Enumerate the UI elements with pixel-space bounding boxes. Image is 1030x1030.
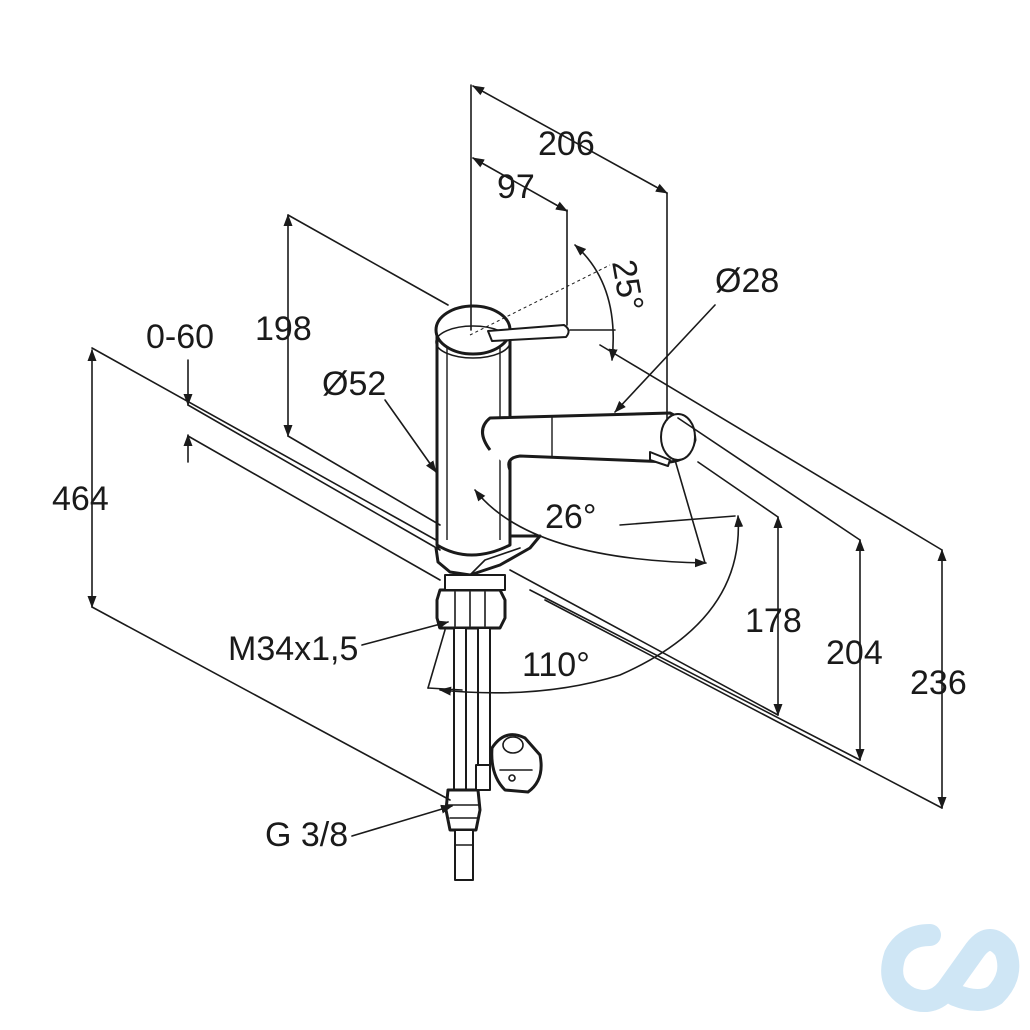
- hose-weight: [490, 733, 543, 794]
- dim-26-deg: 26°: [545, 498, 596, 536]
- dim-dia-52: Ø52: [322, 365, 386, 403]
- dim-97: 97: [497, 168, 535, 206]
- mounting-assembly: [435, 574, 543, 881]
- dim-dia-28: Ø28: [715, 262, 779, 300]
- supply-hose: [453, 627, 467, 796]
- faucet-body: [434, 264, 697, 577]
- dim-178: 178: [745, 602, 802, 640]
- dim-110-deg: 110°: [522, 646, 590, 684]
- dim-236: 236: [910, 664, 967, 702]
- dim-204: 204: [826, 634, 883, 672]
- dimension-lines: [87, 84, 947, 837]
- lever-handle: [487, 324, 570, 342]
- connection-label: G 3/8: [265, 816, 348, 854]
- hose-fitting: [444, 788, 482, 832]
- dim-206: 206: [538, 125, 595, 163]
- infinity-cd-logo-icon: [881, 924, 1020, 1012]
- dim-464: 464: [52, 480, 109, 518]
- dimension-labels: 206 97 25° Ø28 198 0-60 Ø52 464 26° 178 …: [52, 125, 967, 854]
- thread-label: M34x1,5: [228, 630, 358, 668]
- dim-25-deg: 25°: [604, 257, 650, 314]
- dim-198: 198: [255, 310, 312, 348]
- supply-hose-2: [477, 627, 491, 781]
- dim-0-60: 0-60: [146, 318, 214, 356]
